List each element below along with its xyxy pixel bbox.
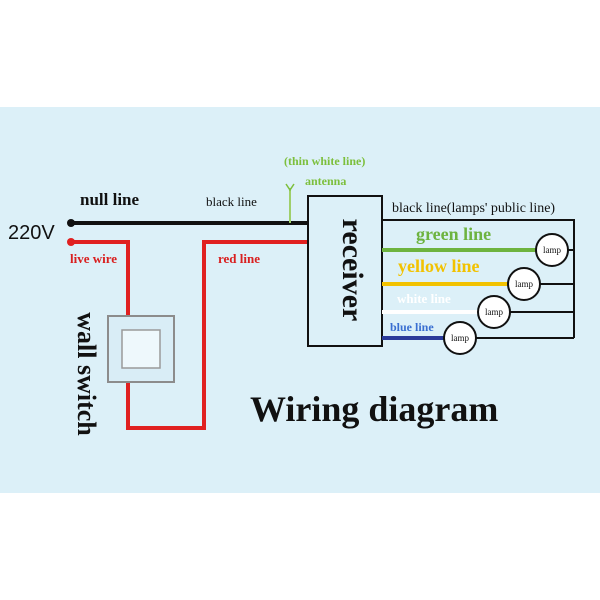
wall-switch-label: wall switch: [72, 312, 101, 436]
public-line-label: black line(lamps' public line): [392, 201, 556, 216]
lamp-3: [477, 295, 511, 329]
black-line-label: black line: [206, 194, 257, 209]
lamp-1: [535, 233, 569, 267]
wall-switch-rocker: [121, 329, 161, 369]
lamp-2: [507, 267, 541, 301]
lamp-3-label: lamp: [485, 307, 503, 317]
red-line-label: red line: [218, 251, 261, 266]
green-line-label: green line: [416, 224, 492, 244]
red-line: [72, 240, 308, 430]
voltage-label: 220V: [8, 222, 55, 244]
yellow-line-label: yellow line: [398, 256, 480, 276]
null-terminal: [67, 219, 75, 227]
wall-switch: [107, 315, 175, 383]
lamp-4-label: lamp: [451, 333, 469, 343]
receiver-label: receiver: [336, 218, 369, 322]
diagram-title: Wiring diagram: [250, 389, 499, 429]
receiver-box: [307, 195, 383, 347]
null-line-label: null line: [80, 190, 140, 209]
live-wire-label: live wire: [70, 251, 118, 266]
lamp-4: [443, 321, 477, 355]
live-terminal: [67, 238, 75, 246]
thin-white-line-label: (thin white line): [284, 154, 366, 168]
blue-line-label: blue line: [390, 320, 434, 334]
lamp-2-label: lamp: [515, 279, 533, 289]
antenna-label: antenna: [305, 174, 347, 188]
public-line: [382, 219, 575, 338]
white-line-label: white line: [397, 291, 451, 306]
antenna-icon: [285, 183, 295, 192]
lamp-1-label: lamp: [543, 245, 561, 255]
